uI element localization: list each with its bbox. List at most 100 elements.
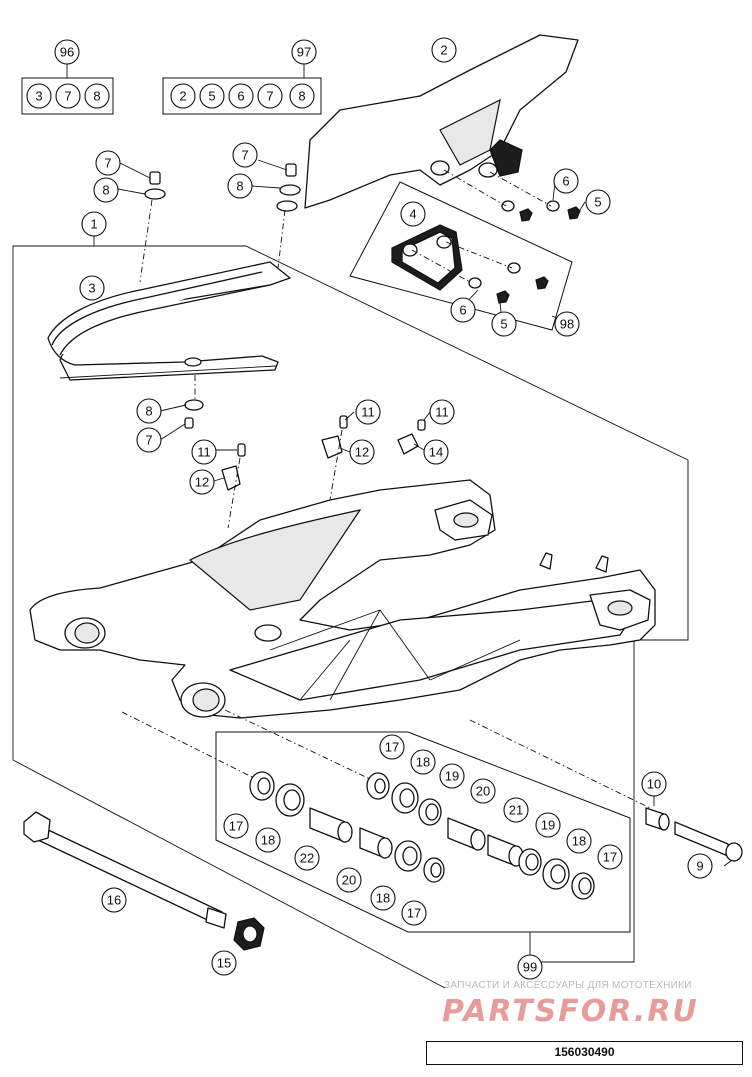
callout-17: 17 bbox=[223, 813, 249, 839]
callout-18: 18 bbox=[370, 885, 396, 911]
kit-98-box bbox=[349, 181, 573, 331]
drawing-number-box: 156030490 bbox=[426, 1041, 743, 1065]
callout-label: 17 bbox=[603, 850, 617, 865]
callout-19: 19 bbox=[439, 763, 465, 789]
callout-label: 19 bbox=[445, 769, 459, 784]
callout-label: 11 bbox=[197, 445, 211, 460]
callout-label: 19 bbox=[541, 818, 555, 833]
kit-99-box bbox=[215, 731, 631, 955]
callout-20: 20 bbox=[336, 867, 362, 893]
bolt-washer-top-left bbox=[139, 171, 166, 283]
fasteners-guard bbox=[443, 169, 581, 222]
kit-96-item: 8 bbox=[84, 83, 110, 109]
kit-96 bbox=[21, 64, 114, 115]
swingarm-axle bbox=[23, 811, 227, 929]
kit-97-item-label: 7 bbox=[266, 89, 273, 104]
kit-97-item: 8 bbox=[289, 83, 315, 109]
callout-22: 22 bbox=[294, 845, 320, 871]
bolt-washer-top-right bbox=[276, 163, 301, 269]
callout-label: 6 bbox=[459, 303, 466, 318]
watermark-tagline: ЗАПЧАСТИ И АКСЕССУАРЫ ДЛЯ МОТОТЕХНИКИ bbox=[444, 980, 692, 991]
callout-label: 5 bbox=[500, 317, 507, 332]
callout-11: 11 bbox=[355, 399, 381, 425]
callout-18: 18 bbox=[410, 749, 436, 775]
callout-21: 21 bbox=[503, 797, 529, 823]
callout-10: 10 bbox=[641, 771, 667, 797]
callout-8: 8 bbox=[136, 398, 162, 424]
callout-label: 16 bbox=[107, 893, 121, 908]
kit-97-items: 2 5 6 7 8 97 bbox=[170, 39, 317, 109]
callout-11: 11 bbox=[191, 439, 217, 465]
kit-97-item: 6 bbox=[228, 83, 254, 109]
callout-label: 99 bbox=[523, 960, 537, 975]
callout-14: 14 bbox=[423, 439, 449, 465]
kit-97-label: 97 bbox=[297, 45, 311, 60]
callout-2: 2 bbox=[431, 37, 457, 63]
kit-97-item-label: 8 bbox=[298, 89, 305, 104]
watermark-logo: PARTSFOR.RU bbox=[442, 994, 699, 1029]
callout-label: 18 bbox=[376, 891, 390, 906]
callout-8: 8 bbox=[93, 177, 119, 203]
kit-96-item-label: 7 bbox=[64, 89, 71, 104]
callout-label: 2 bbox=[440, 43, 447, 58]
callout-17: 17 bbox=[597, 844, 623, 870]
sprocket-guard-plate bbox=[391, 224, 463, 291]
kit-97-item: 2 bbox=[170, 83, 196, 109]
bearing-parts bbox=[121, 709, 651, 900]
kit-97-item: 7 bbox=[257, 83, 283, 109]
clips-and-screws bbox=[221, 415, 426, 529]
chain-guide bbox=[47, 261, 291, 381]
swingarm bbox=[29, 479, 656, 719]
callout-20: 20 bbox=[470, 778, 496, 804]
callout-label: 17 bbox=[407, 906, 421, 921]
callout-7: 7 bbox=[95, 150, 121, 176]
callout-label: 22 bbox=[300, 851, 314, 866]
callout-label: 17 bbox=[385, 740, 399, 755]
callout-label: 3 bbox=[88, 281, 95, 296]
callout-6: 6 bbox=[553, 168, 579, 194]
callout-19: 19 bbox=[535, 812, 561, 838]
kit-97-item-label: 6 bbox=[237, 89, 244, 104]
kit-97-item-label: 5 bbox=[208, 89, 215, 104]
callout-5: 5 bbox=[585, 189, 611, 215]
fasteners-98 bbox=[411, 241, 549, 304]
callout-17: 17 bbox=[401, 900, 427, 926]
callout-label: 14 bbox=[429, 445, 443, 460]
callout-label: 11 bbox=[361, 405, 375, 420]
kit-96-item-label: 8 bbox=[93, 89, 100, 104]
callout-label: 8 bbox=[102, 183, 109, 198]
callout-label: 8 bbox=[236, 179, 243, 194]
kit-96-label: 96 bbox=[60, 45, 74, 60]
callout-9: 9 bbox=[687, 853, 713, 879]
callout-8: 8 bbox=[227, 173, 253, 199]
kit-96-callout: 96 bbox=[54, 39, 80, 65]
kit-96-item: 7 bbox=[55, 83, 81, 109]
callout-label: 12 bbox=[195, 475, 209, 490]
callout-7: 7 bbox=[232, 142, 258, 168]
callout-label: 18 bbox=[416, 755, 430, 770]
callout-label: 20 bbox=[342, 873, 356, 888]
callout-99: 99 bbox=[517, 954, 543, 980]
callout-label: 10 bbox=[647, 777, 661, 792]
callout-6: 6 bbox=[450, 297, 476, 323]
callout-18: 18 bbox=[255, 827, 281, 853]
callout-label: 7 bbox=[145, 433, 152, 448]
callout-label: 5 bbox=[594, 195, 601, 210]
callout-16: 16 bbox=[101, 887, 127, 913]
callout-98: 98 bbox=[554, 311, 580, 337]
bolt-washer-lower bbox=[184, 375, 204, 429]
callout-label: 17 bbox=[229, 819, 243, 834]
callout-label: 1 bbox=[90, 217, 97, 232]
callout-1: 1 bbox=[81, 211, 107, 237]
kit-96-item-label: 3 bbox=[35, 89, 42, 104]
callout-15: 15 bbox=[211, 950, 237, 976]
callout-label: 7 bbox=[241, 148, 248, 163]
callout-3: 3 bbox=[79, 275, 105, 301]
kit-97 bbox=[162, 64, 322, 115]
callout-12: 12 bbox=[189, 469, 215, 495]
callout-label: 15 bbox=[217, 956, 231, 971]
kit-97-item-label: 2 bbox=[179, 89, 186, 104]
callout-label: 18 bbox=[572, 834, 586, 849]
kit-96-item: 3 bbox=[26, 83, 52, 109]
